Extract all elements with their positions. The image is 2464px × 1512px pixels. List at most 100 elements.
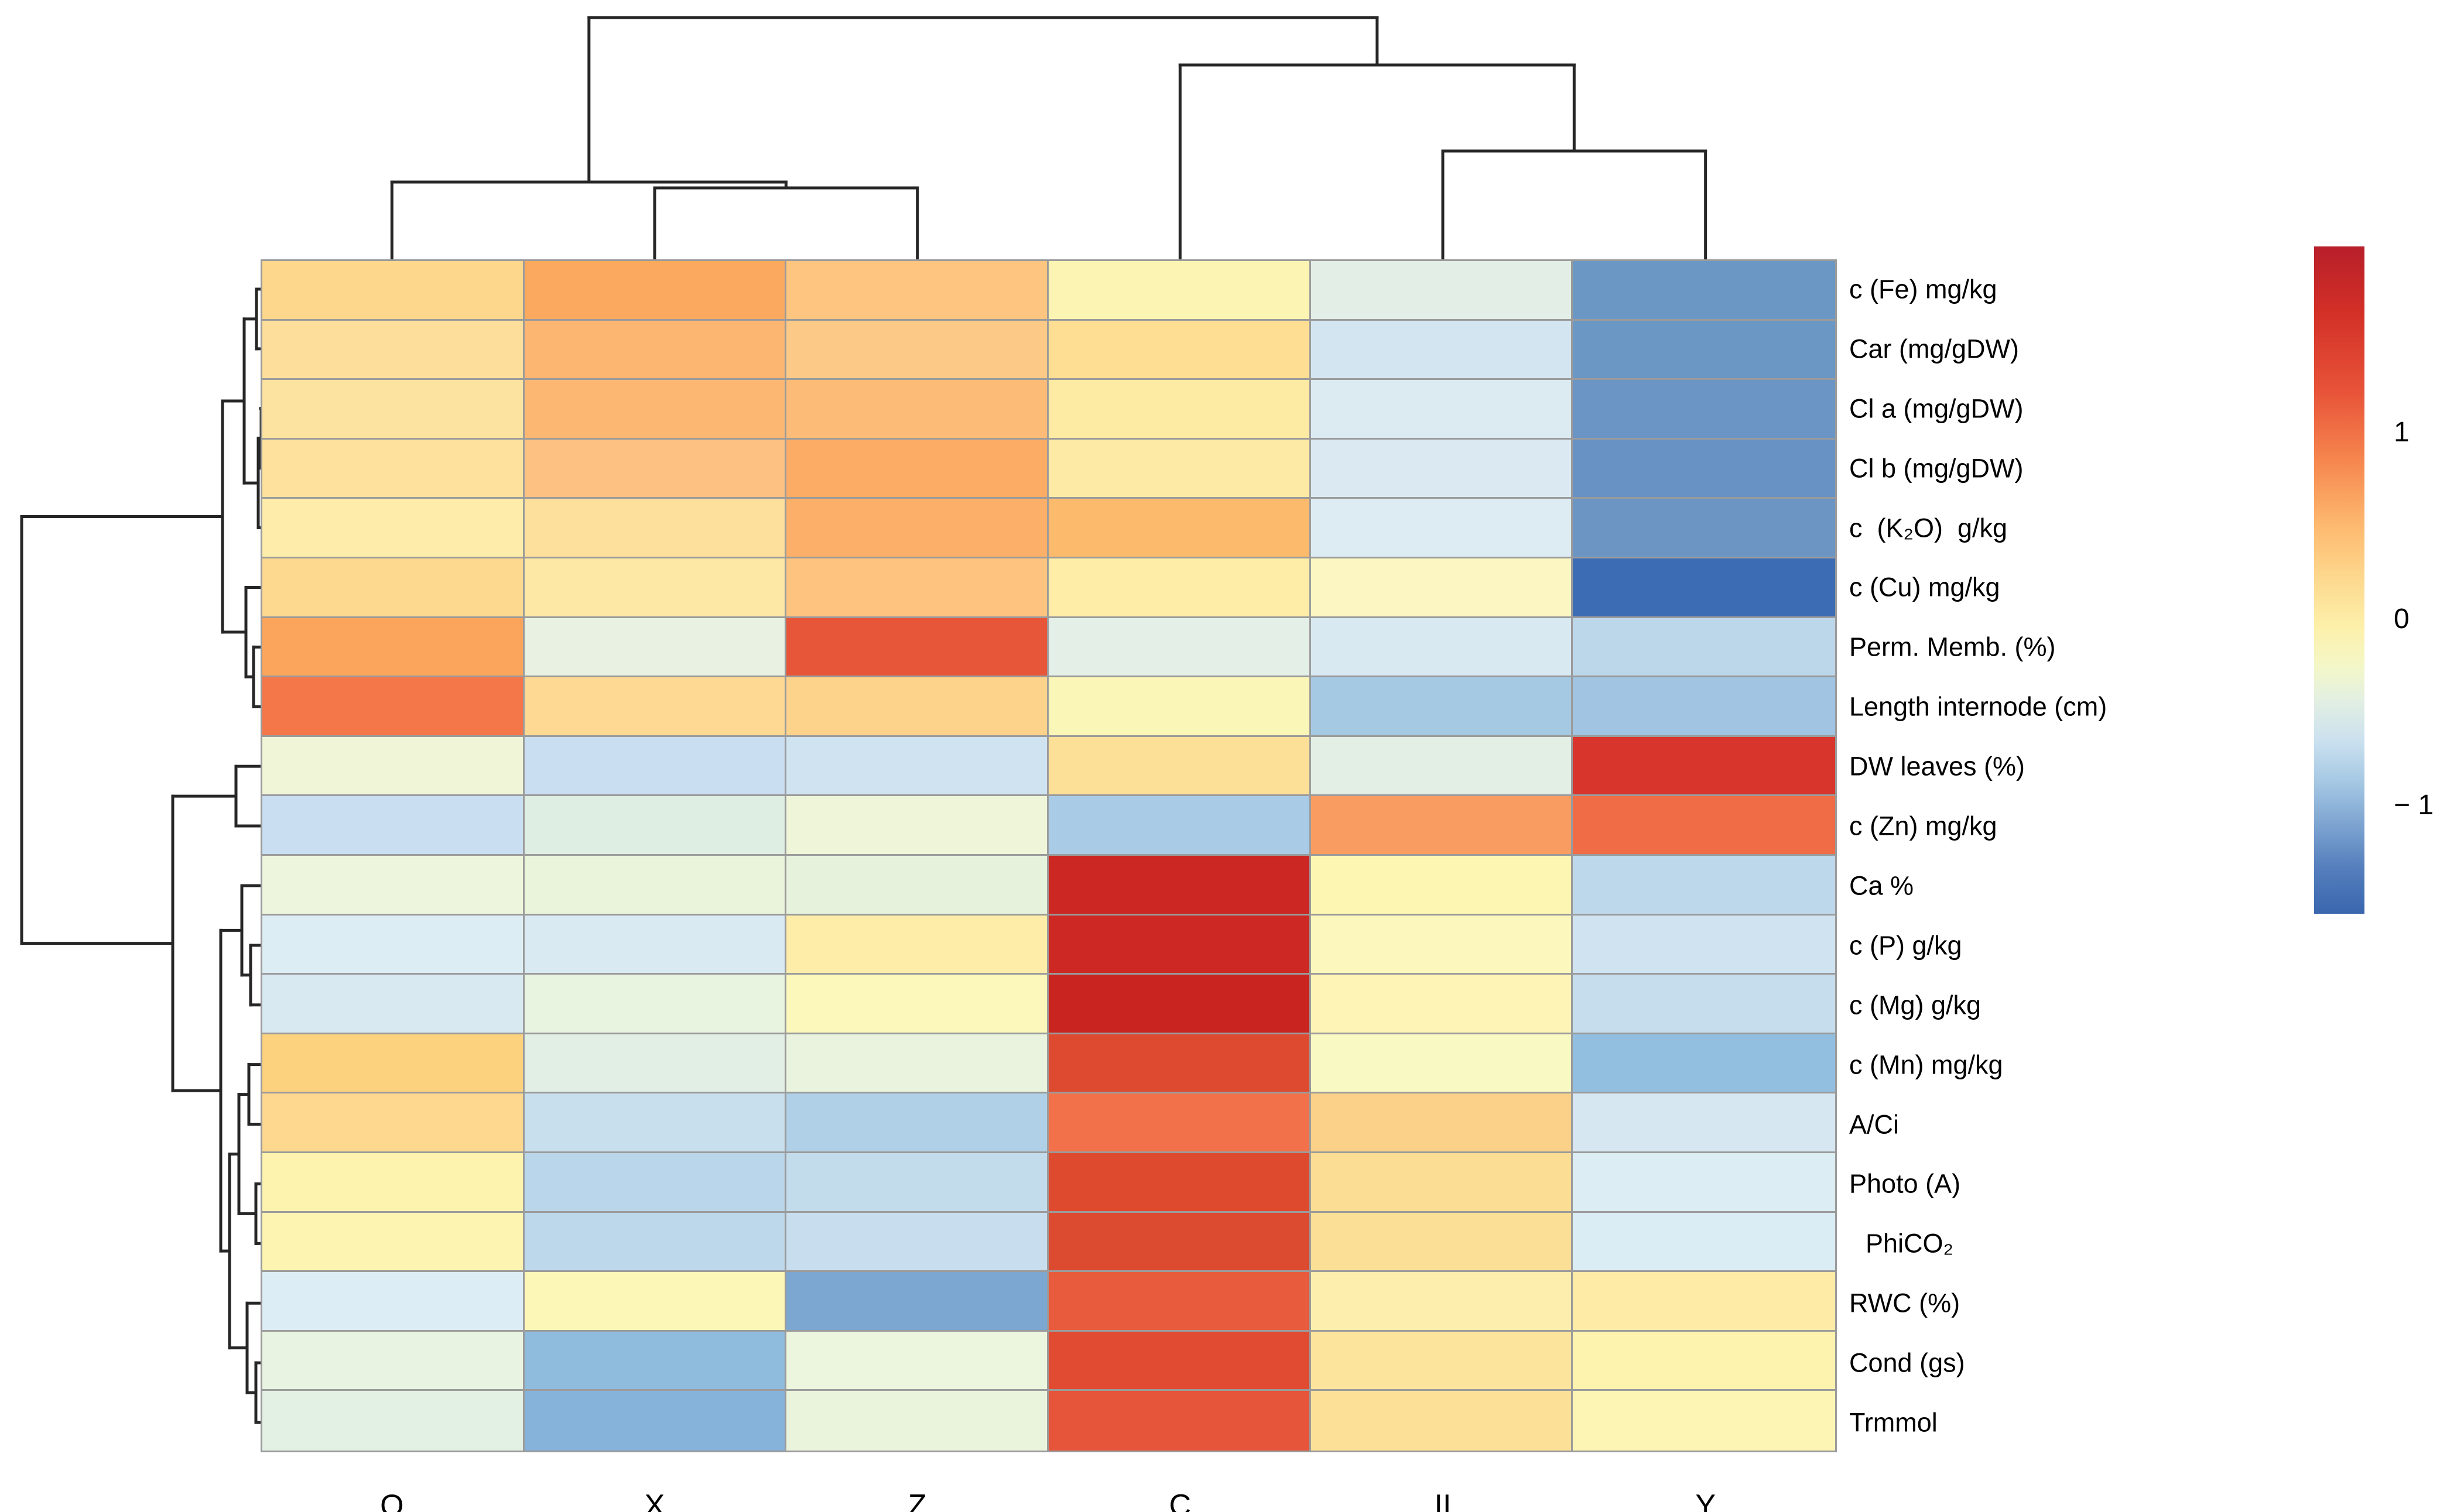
heatmap-cell: [786, 499, 1049, 558]
heatmap-cell: [1573, 1212, 1835, 1273]
heatmap-cell: [786, 320, 1049, 380]
row-label: Photo (A): [1849, 1168, 1961, 1199]
heatmap-cell: [1310, 320, 1573, 380]
heatmap-cell: [1310, 261, 1573, 321]
row-label: Cond (gs): [1849, 1348, 1965, 1378]
heatmap-cell: [524, 1153, 787, 1213]
heatmap-cell: [524, 1272, 787, 1332]
row-label: RWC (%): [1849, 1288, 1960, 1318]
row-label: Length internode (cm): [1849, 691, 2107, 722]
heatmap-cell: [262, 439, 525, 499]
heatmap-cell: [1310, 736, 1573, 797]
row-label: Cl a (mg/gDW): [1849, 393, 2024, 424]
heatmap-cell: [1573, 1093, 1835, 1153]
row-label: DW leaves (%): [1849, 751, 2025, 781]
row-label: Cl b (mg/gDW): [1849, 453, 2024, 484]
heatmap-cell: [1048, 618, 1311, 678]
heatmap-cell: [1048, 796, 1311, 856]
heatmap-cell: [786, 1153, 1049, 1213]
heatmap-cell: [786, 855, 1049, 916]
row-label: A/Ci: [1849, 1109, 1900, 1140]
heatmap-cell: [1048, 1212, 1311, 1273]
heatmap-cell: [1573, 1272, 1835, 1332]
row-label: Car (mg/gDW): [1849, 334, 2019, 364]
colorbar-tick-minus1: − 1: [2394, 790, 2434, 821]
heatmap-cell: [1573, 1331, 1835, 1391]
heatmap-cell: [786, 1034, 1049, 1094]
column-label: X: [644, 1489, 665, 1512]
heatmap-cell: [1048, 1034, 1311, 1094]
heatmap-cell: [524, 915, 787, 975]
heatmap-cell: [262, 1272, 525, 1332]
heatmap-cell: [1573, 380, 1835, 440]
heatmap-cell: [1573, 1034, 1835, 1094]
colorbar-tick-0: 0: [2394, 603, 2410, 635]
heatmap-cell: [524, 1331, 787, 1391]
heatmap-cell: [1048, 1153, 1311, 1213]
heatmap-cell: [1573, 1153, 1835, 1213]
heatmap-cell: [1573, 915, 1835, 975]
column-label: II: [1434, 1489, 1452, 1512]
heatmap-cell: [524, 261, 787, 321]
heatmap-cell: [262, 320, 525, 380]
heatmap-cell: [262, 618, 525, 678]
row-label: c (Mn) mg/kg: [1849, 1050, 2003, 1080]
column-label: Q: [380, 1489, 404, 1512]
heatmap-cell: [262, 1331, 525, 1391]
heatmap-cell: [786, 1212, 1049, 1273]
heatmap-cell: [1573, 975, 1835, 1034]
heatmap-cell: [262, 1212, 525, 1273]
heatmap-cell: [1310, 618, 1573, 678]
heatmap-cell: [786, 915, 1049, 975]
heatmap-cell: [1310, 855, 1573, 916]
heatmap-cell: [1573, 558, 1835, 618]
heatmap-cell: [1573, 261, 1835, 321]
heatmap-cell: [786, 261, 1049, 321]
heatmap-cell: [1310, 439, 1573, 499]
heatmap-cell: [1573, 855, 1835, 916]
heatmap-cell: [1048, 677, 1311, 737]
row-label: Perm. Memb. (%): [1849, 632, 2056, 662]
heatmap-cell: [1310, 1212, 1573, 1273]
heatmap-cell: [524, 499, 787, 558]
heatmap-cell: [524, 618, 787, 678]
heatmap-cell: [524, 796, 787, 856]
heatmap-cell: [1573, 320, 1835, 380]
heatmap-cell: [1573, 1391, 1835, 1451]
heatmap-cell: [1310, 915, 1573, 975]
heatmap-cell: [786, 975, 1049, 1034]
heatmap-cell: [1048, 1331, 1311, 1391]
heatmap-cell: [1048, 558, 1311, 618]
row-label: c (Fe) mg/kg: [1849, 274, 1997, 304]
heatmap-cell: [1573, 677, 1835, 737]
heatmap-cell: [524, 380, 787, 440]
heatmap-cell: [262, 975, 525, 1034]
heatmap-cell: [1048, 499, 1311, 558]
heatmap-cell: [524, 855, 787, 916]
heatmap-cell: [1310, 1153, 1573, 1213]
column-dendrogram: [390, 16, 1707, 261]
heatmap-cell: [786, 677, 1049, 737]
heatmap-cell: [262, 261, 525, 321]
heatmap-cell: [1310, 558, 1573, 618]
heatmap-cell: [524, 1391, 787, 1451]
colorbar-tick-1: 1: [2394, 417, 2410, 448]
heatmap-cell: [1310, 499, 1573, 558]
heatmap-cell: [1048, 1272, 1311, 1332]
column-label: Y: [1695, 1489, 1716, 1512]
heatmap-cell: [262, 1034, 525, 1094]
heatmap-cell: [1048, 320, 1311, 380]
heatmap-cell: [1048, 855, 1311, 916]
heatmap-cell: [1573, 439, 1835, 499]
heatmap-cell: [524, 736, 787, 797]
heatmap-cell: [262, 1153, 525, 1213]
heatmap-grid: [261, 259, 1837, 1452]
heatmap-cell: [786, 1093, 1049, 1153]
heatmap-cell: [1310, 1391, 1573, 1451]
heatmap-cell: [524, 1093, 787, 1153]
heatmap-cell: [262, 796, 525, 856]
heatmap-cell: [524, 1034, 787, 1094]
heatmap-cell: [1048, 439, 1311, 499]
